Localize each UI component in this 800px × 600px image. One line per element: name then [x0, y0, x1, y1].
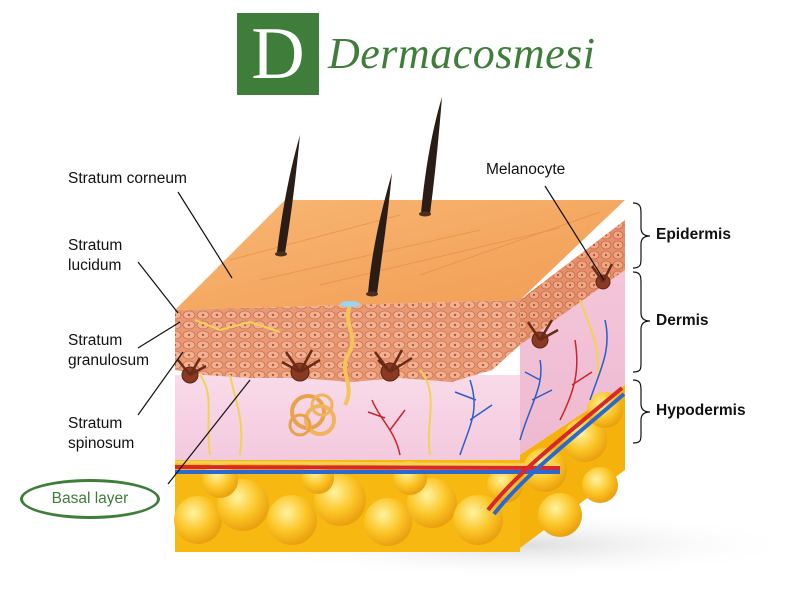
label-hypodermis: Hypodermis — [656, 402, 746, 419]
label-stratum-granulosum-line1: Stratum — [68, 332, 123, 349]
hairs — [277, 97, 442, 294]
label-basal-layer: Basal layer — [51, 490, 129, 507]
basal-layer-highlight-oval — [20, 479, 160, 519]
label-stratum-corneum: Stratum corneum — [68, 170, 187, 187]
epidermis-cell-layer — [175, 300, 520, 382]
nerve-fibers — [194, 299, 600, 456]
skin-surface-lines — [229, 211, 601, 286]
leader-lines — [137, 185, 605, 485]
label-stratum-spinosum-line1: Stratum — [68, 415, 123, 432]
label-dermis: Dermis — [656, 312, 709, 329]
fat-globule — [582, 467, 618, 503]
logo-letter: D — [251, 13, 305, 95]
label-melanocyte: Melanocyte — [486, 161, 566, 178]
layer-brackets — [632, 202, 651, 444]
label-stratum-granulosum-line2: granulosum — [68, 352, 149, 369]
hair-follicle-openings — [275, 211, 431, 297]
sweat-gland — [288, 301, 360, 437]
fat-globule — [538, 493, 582, 537]
logo-badge: D — [237, 13, 319, 95]
logo-wordmark: Dermacosmesi — [328, 29, 596, 78]
main-blood-vessels — [174, 386, 626, 516]
label-stratum-lucidum-line1: Stratum — [68, 237, 123, 254]
label-stratum-lucidum-line2: lucidum — [68, 257, 122, 274]
side-epidermis — [520, 220, 625, 345]
label-stratum-spinosum-line2: spinosum — [68, 435, 135, 452]
label-epidermis: Epidermis — [656, 226, 731, 243]
melanocytes — [177, 263, 614, 384]
capillaries — [367, 319, 608, 456]
side-dermis — [520, 265, 625, 455]
